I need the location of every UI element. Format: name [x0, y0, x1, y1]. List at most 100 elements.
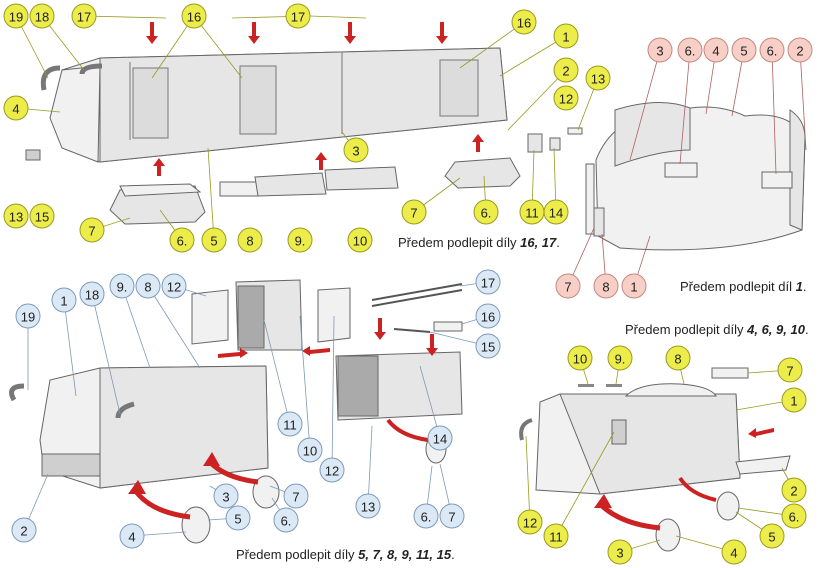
part-badge-top-20: 7: [401, 199, 427, 225]
badge-circle: [29, 3, 55, 29]
badge-circle: [11, 517, 37, 543]
badge-label: 1: [60, 294, 67, 309]
badge-circle: [703, 37, 729, 63]
part-badge-top-17: 8: [237, 227, 263, 253]
badge-circle: [781, 387, 807, 413]
badge-circle: [15, 303, 41, 329]
badge-label: 3: [222, 490, 229, 505]
badge-circle: [511, 9, 537, 35]
badge-label: 9.: [295, 234, 306, 249]
part-badge-top-0: 19: [3, 3, 29, 29]
part-badge-top-18: 9.: [287, 227, 313, 253]
badge-label: 4: [712, 44, 719, 59]
badge-label: 10: [353, 234, 367, 249]
badge-label: 6.: [789, 510, 800, 525]
note-right-2: Předem podlepit díly 4, 6, 9, 10.: [625, 322, 809, 337]
badge-circle: [225, 505, 251, 531]
badge-circle: [51, 287, 77, 313]
badge-circle: [607, 345, 633, 371]
part-badge-bottom_right-1: 9.: [607, 345, 633, 371]
part-badge-right_top-2: 4: [703, 37, 729, 63]
part-badge-top-9: 12: [553, 85, 579, 111]
badge-circle: [3, 95, 29, 121]
badge-label: 2: [20, 524, 27, 539]
part-badge-bottom_left-17: 5: [225, 505, 251, 531]
part-badge-bottom_right-11: 4: [721, 539, 747, 565]
badge-label: 6.: [685, 44, 696, 59]
part-badge-bottom_left-5: 12: [161, 273, 187, 299]
badge-circle: [585, 65, 611, 91]
badge-label: 7: [786, 364, 793, 379]
part-badge-bottom_left-21: 7: [439, 503, 465, 529]
badge-label: 7: [564, 280, 571, 295]
badge-label: 1: [630, 280, 637, 295]
tram-body-illustration: [40, 47, 508, 163]
top-arrows: [146, 22, 484, 176]
badge-circle: [777, 357, 803, 383]
note-top-prefix: Předem podlepit díly: [398, 235, 521, 250]
badge-circle: [517, 509, 543, 535]
part-badge-bottom_left-8: 15: [475, 333, 501, 359]
part-badge-bottom_left-3: 9.: [109, 273, 135, 299]
part-badge-bottom_left-4: 8: [135, 273, 161, 299]
part-badge-bottom_right-9: 5: [759, 523, 785, 549]
note-right2-suffix: .: [804, 322, 809, 337]
badge-circle: [213, 483, 239, 509]
part-badge-top-1: 18: [29, 3, 55, 29]
badge-label: 5: [740, 44, 747, 59]
badge-circle: [287, 227, 313, 253]
part-badge-bottom_left-19: 13: [355, 493, 381, 519]
badge-label: 9.: [615, 352, 626, 367]
part-badge-right_top-1: 6.: [677, 37, 703, 63]
part-badge-top-19: 10: [347, 227, 373, 253]
part-badge-bottom_left-11: 12: [319, 457, 345, 483]
badge-circle: [543, 199, 569, 225]
badge-label: 6.: [281, 514, 292, 529]
part-badge-top-4: 17: [285, 3, 311, 29]
note-right1-parts: 1: [795, 279, 803, 294]
part-badge-top-5: 16: [511, 9, 537, 35]
badge-circle: [135, 273, 161, 299]
badge-circle: [109, 273, 135, 299]
badge-circle: [759, 37, 785, 63]
note-bottom-prefix: Předem podlepit díly: [236, 547, 359, 562]
part-badge-right_top-5: 2: [787, 37, 813, 63]
badge-circle: [3, 203, 29, 229]
part-badge-bottom_left-7: 16: [475, 303, 501, 329]
badge-label: 12: [523, 516, 537, 531]
part-badge-top-23: 14: [543, 199, 569, 225]
badge-circle: [343, 137, 369, 163]
note-top: Předem podlepit díly 16, 17.: [398, 235, 560, 250]
badge-label: 5: [768, 530, 775, 545]
badge-label: 8: [674, 352, 681, 367]
badge-label: 19: [9, 10, 23, 25]
badge-circle: [71, 3, 97, 29]
badge-circle: [319, 457, 345, 483]
badge-label: 12: [559, 92, 573, 107]
badge-label: 1: [562, 30, 569, 45]
part-badge-right_top-3: 5: [731, 37, 757, 63]
badge-label: 8: [602, 280, 609, 295]
part-badge-top-15: 6.: [169, 227, 195, 253]
badge-label: 5: [234, 512, 241, 527]
part-badge-bottom_left-14: 3: [213, 483, 239, 509]
part-badge-top-2: 17: [71, 3, 97, 29]
badge-label: 6.: [421, 510, 432, 525]
badge-label: 9.: [117, 280, 128, 295]
note-right2-parts: 4, 6, 9, 10: [747, 322, 805, 337]
note-bottom-suffix: .: [451, 547, 455, 562]
badge-circle: [621, 273, 647, 299]
badge-label: 4: [128, 530, 135, 545]
badge-circle: [543, 523, 569, 549]
note-bottom-parts: 5, 7, 8, 9, 11, 15: [358, 547, 452, 562]
badge-circle: [427, 425, 453, 451]
part-badge-top-22: 11: [519, 199, 545, 225]
part-badge-bottom_left-6: 17: [475, 269, 501, 295]
badge-label: 2: [796, 44, 803, 59]
badge-label: 14: [433, 432, 447, 447]
badge-label: 10: [303, 444, 317, 459]
part-badge-top-14: 7: [79, 217, 105, 243]
badge-label: 7: [292, 490, 299, 505]
